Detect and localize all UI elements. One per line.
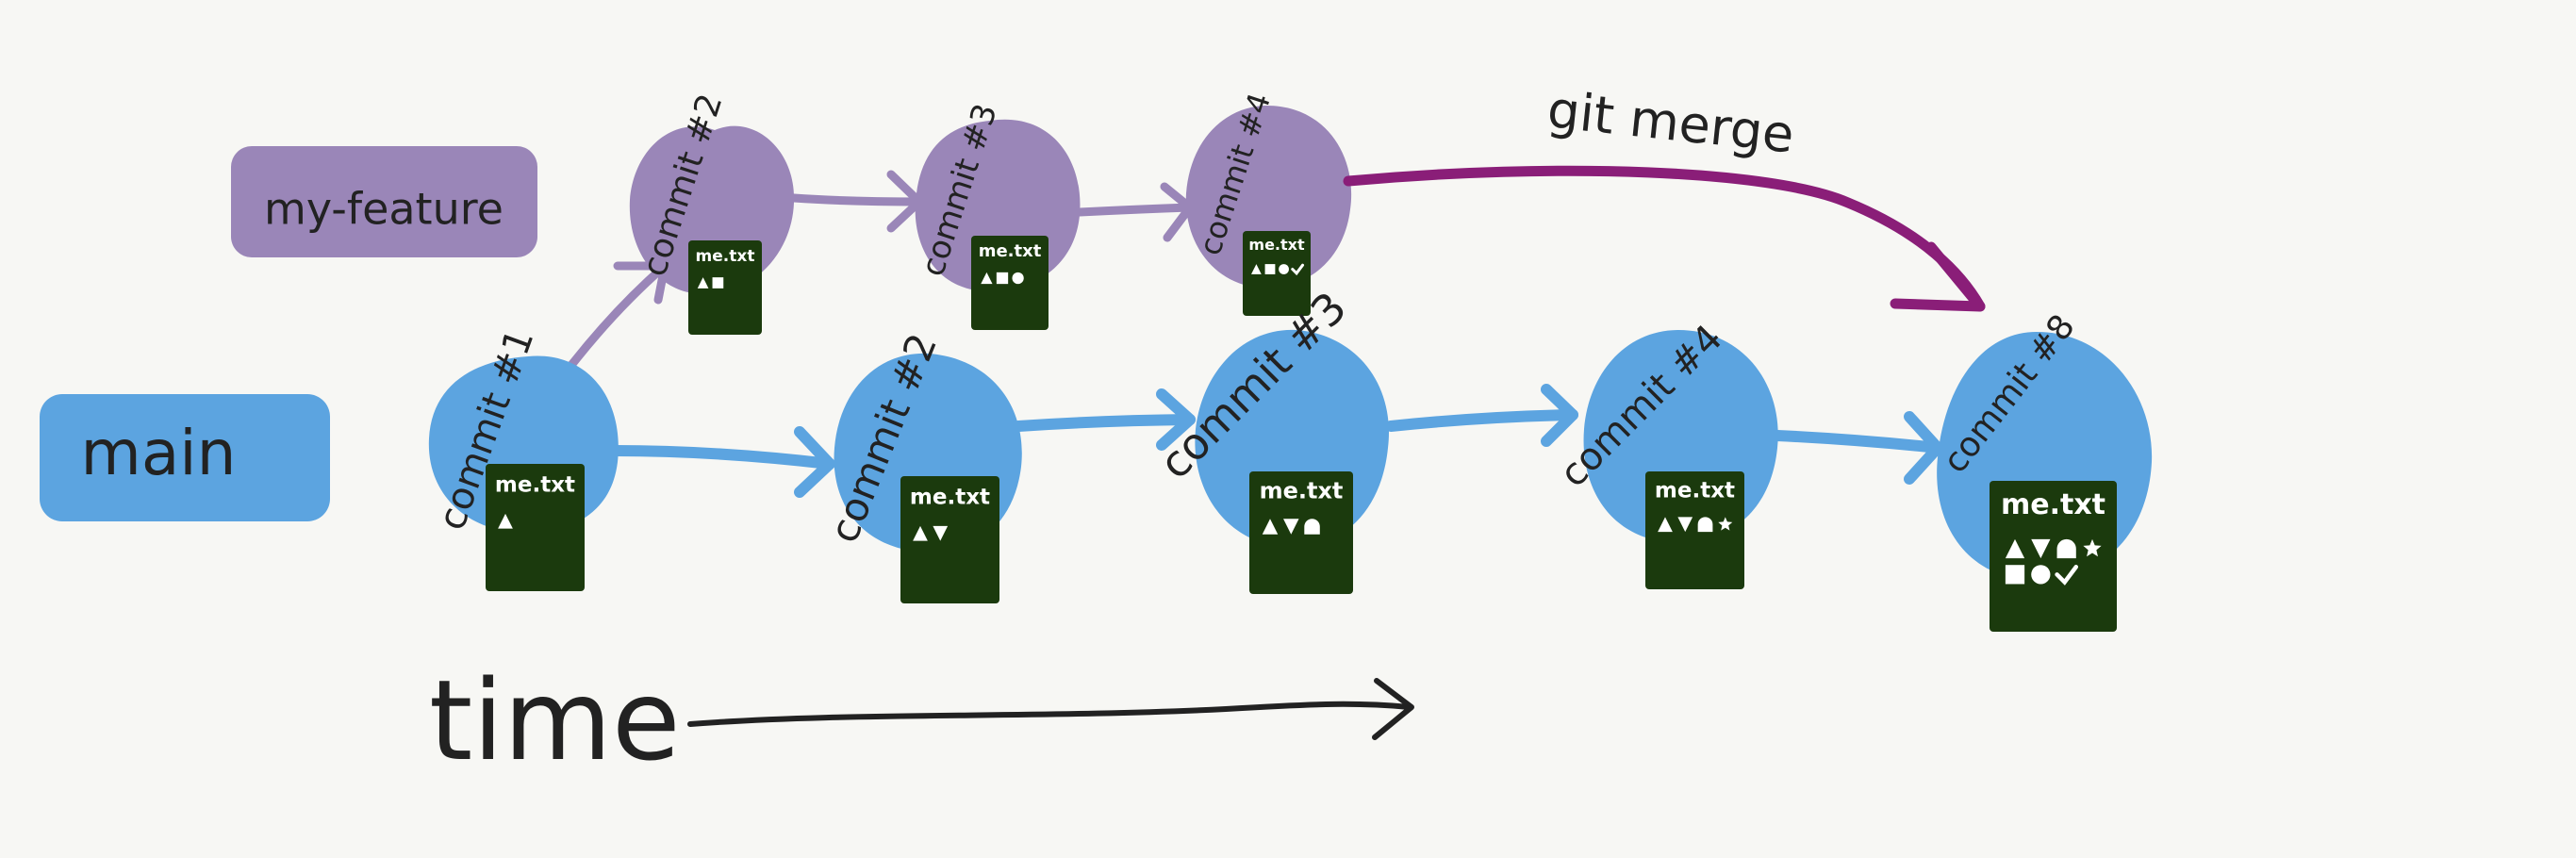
file-content-triangle-icon (1262, 519, 1279, 535)
file-content-star-icon (2083, 538, 2102, 557)
file-content-half-circle-icon (1304, 519, 1320, 535)
file-name: me.txt (910, 486, 990, 510)
feature-arrow-2-3 (789, 170, 924, 233)
main-arrow-1-2 (609, 426, 835, 498)
file-content-inverted-triangle-icon (2031, 538, 2051, 559)
file-content-check-icon (2055, 565, 2079, 586)
file-name: me.txt (2001, 488, 2105, 521)
file-card (900, 476, 999, 603)
branch-badge-feature (231, 146, 537, 257)
file-name: me.txt (696, 247, 755, 266)
file-content-star-icon (1718, 517, 1733, 531)
file-name: me.txt (1260, 478, 1344, 504)
file-content-half-circle-icon (1697, 517, 1713, 533)
file-content-circle-icon (1279, 264, 1289, 274)
file-name: me.txt (1655, 479, 1735, 503)
file-content-triangle-icon (697, 277, 709, 289)
file-content-inverted-triangle-icon (1283, 519, 1299, 535)
merge-arrow (1343, 165, 1986, 312)
file-content-triangle-icon (1658, 517, 1673, 533)
feature-arrow-3-4 (1075, 182, 1195, 242)
file-card (486, 464, 585, 591)
file-content-circle-icon (2031, 565, 2051, 585)
main-arrow-3-4 (1385, 384, 1578, 447)
branch-label-feature: my-feature (264, 184, 504, 235)
file-card (1249, 471, 1353, 594)
time-label: time (429, 655, 681, 785)
file-name: me.txt (979, 241, 1042, 261)
file-card (688, 240, 762, 335)
file-name: me.txt (1248, 236, 1305, 254)
file-card (971, 236, 1049, 330)
merge-operation-label: git merge (1544, 80, 1796, 165)
file-card (1645, 471, 1744, 589)
file-content-square-icon (2005, 565, 2025, 585)
file-card (1243, 231, 1311, 316)
file-content-triangle-icon (498, 513, 513, 529)
file-content-circle-icon (1012, 272, 1024, 285)
file-card (1990, 481, 2117, 632)
file-content-check-icon (1291, 263, 1305, 276)
branch-label-main: main (81, 417, 237, 489)
file-content-triangle-icon (1251, 264, 1262, 274)
file-content-triangle-icon (2005, 538, 2025, 559)
file-content-square-icon (712, 277, 724, 289)
main-arrow-4-8 (1772, 411, 1943, 485)
file-content-square-icon (996, 272, 1009, 285)
branch-badge-main (40, 394, 330, 521)
file-content-triangle-icon (981, 272, 993, 285)
branch-off-arrow (561, 261, 669, 377)
file-content-half-circle-icon (2056, 538, 2076, 559)
file-content-inverted-triangle-icon (933, 525, 949, 541)
file-content-inverted-triangle-icon (1677, 517, 1693, 533)
file-content-triangle-icon (913, 525, 928, 541)
time-arrow (687, 678, 1414, 740)
file-name: me.txt (495, 473, 575, 498)
main-arrow-2-3 (1013, 388, 1196, 451)
file-content-square-icon (1264, 264, 1276, 274)
